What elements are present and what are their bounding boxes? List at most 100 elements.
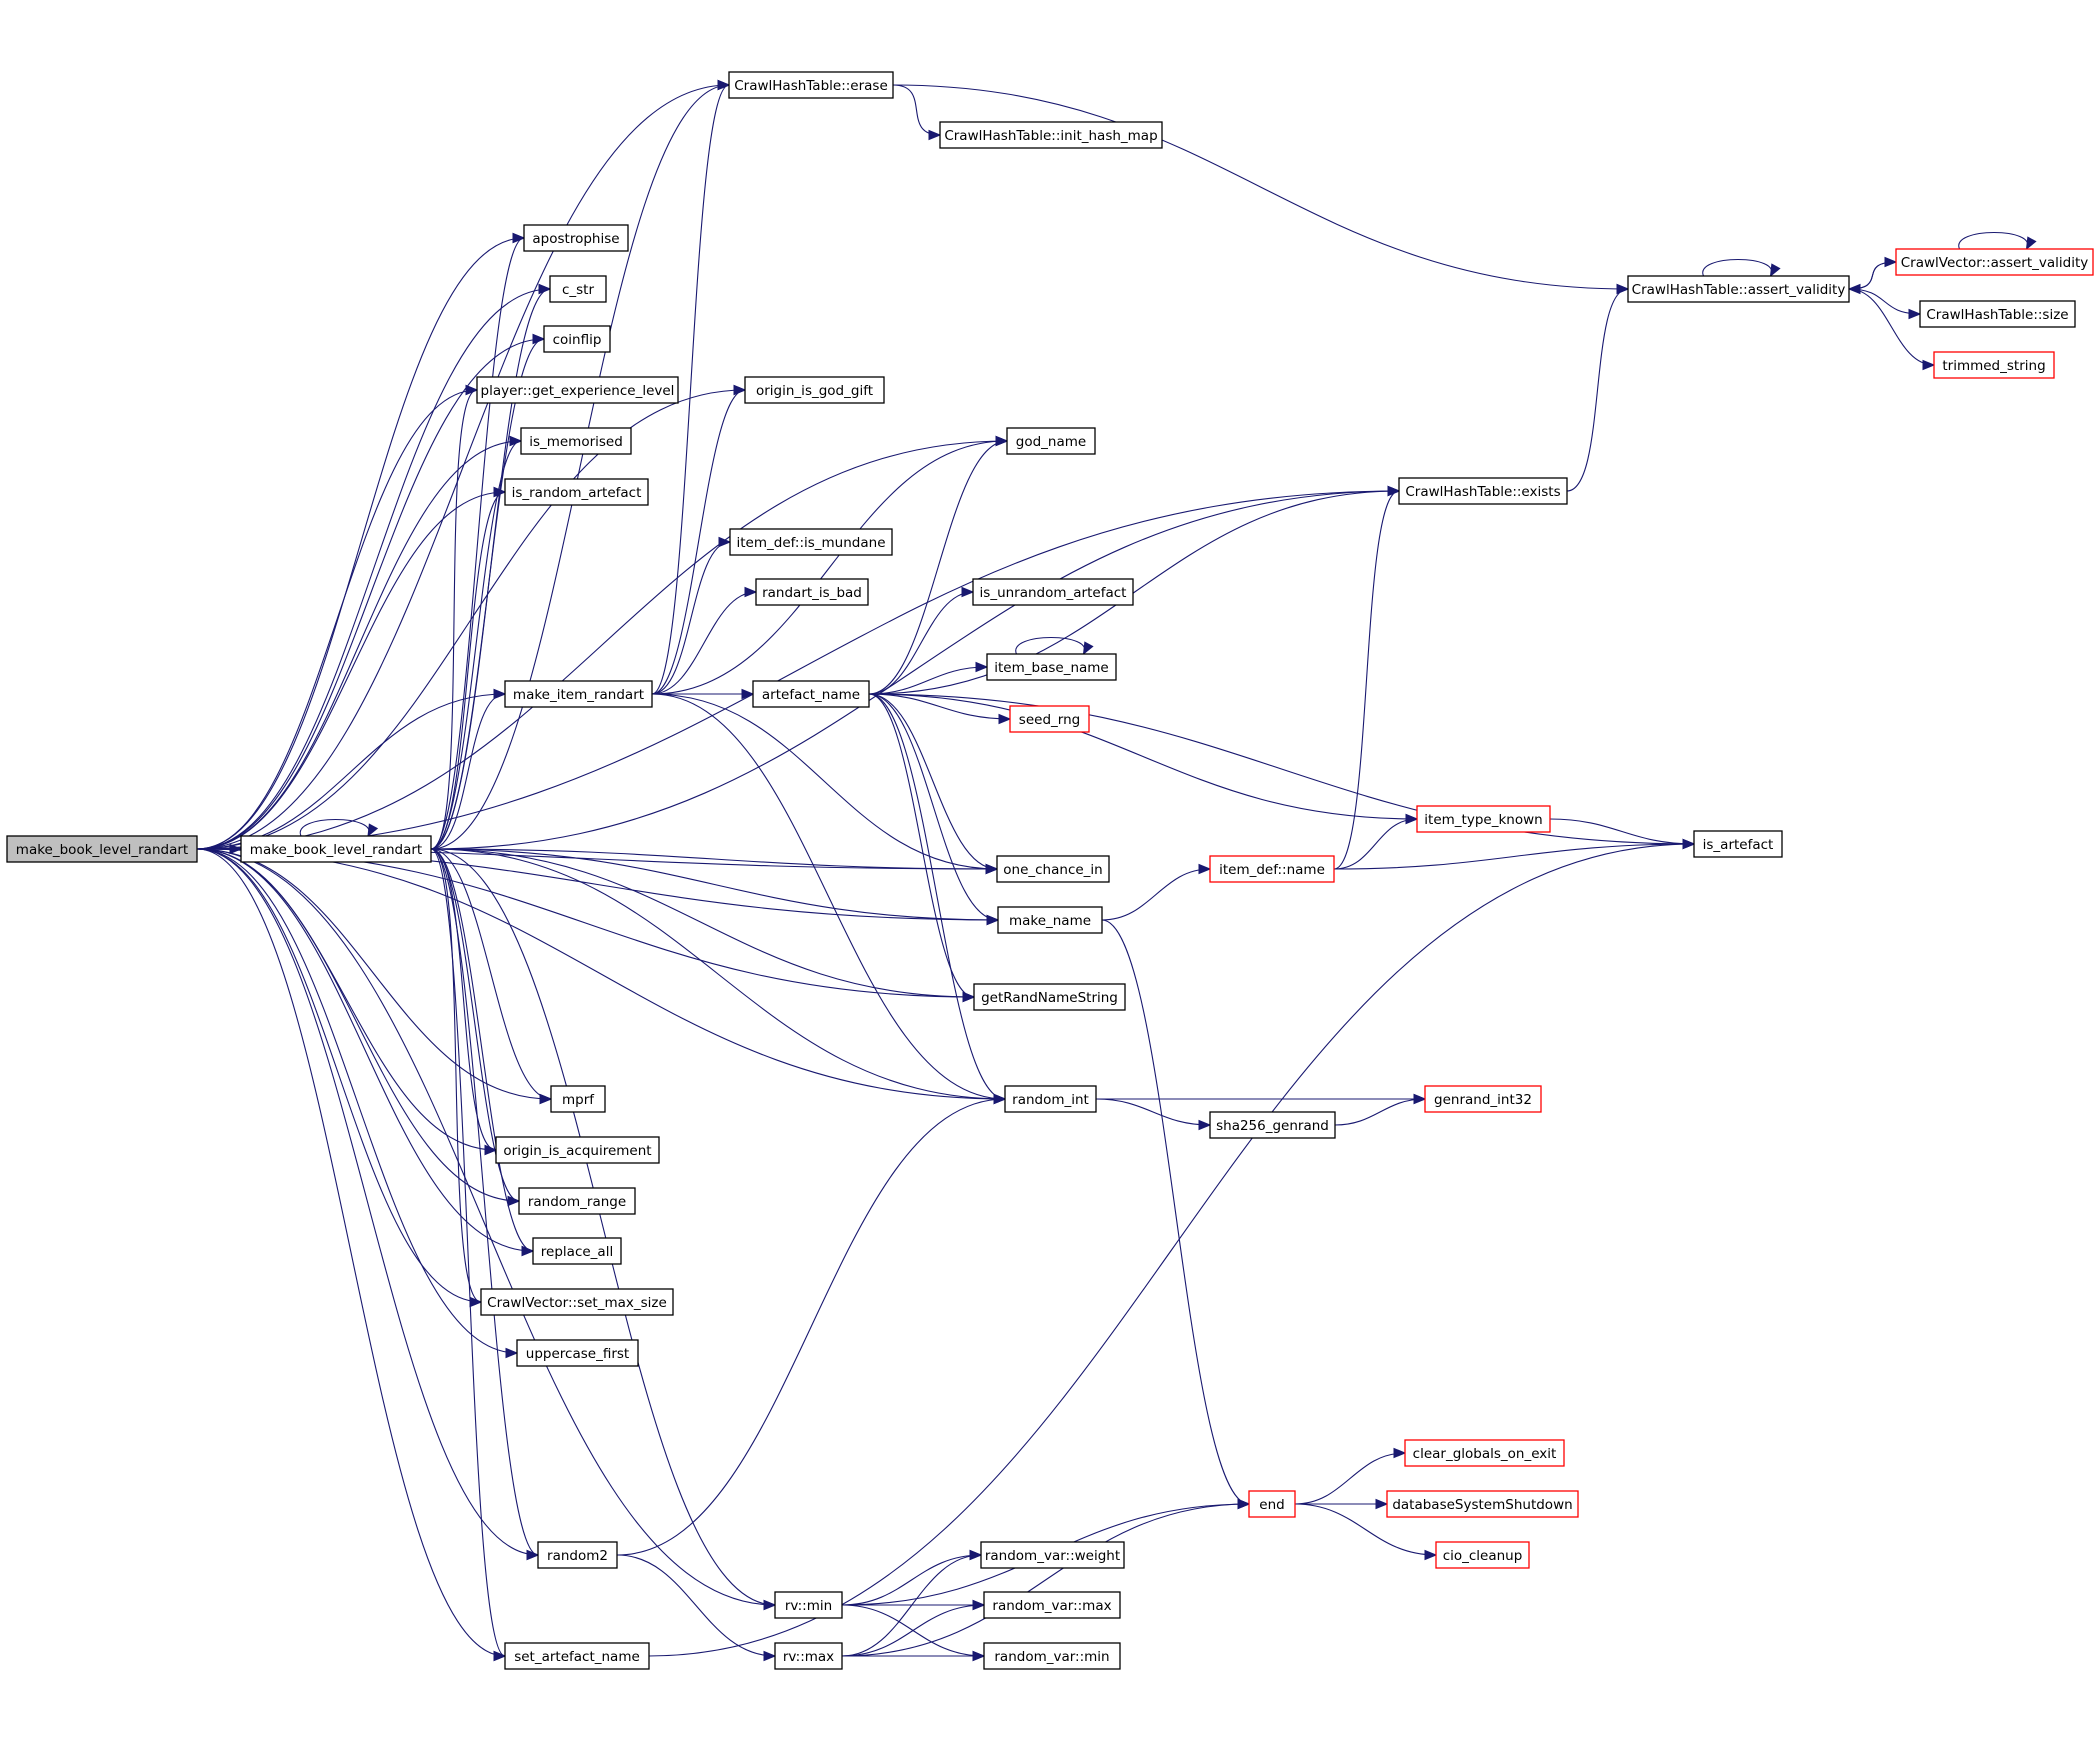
node-artname[interactable]: artefact_name xyxy=(752,680,870,708)
node-box[interactable] xyxy=(1248,1490,1296,1518)
node-box[interactable] xyxy=(504,680,653,708)
node-rvmax[interactable]: rv::max xyxy=(774,1642,843,1670)
node-rvmin[interactable]: rv::min xyxy=(774,1591,843,1619)
node-genrand[interactable]: genrand_int32 xyxy=(1424,1085,1542,1113)
node-rvmaxf[interactable]: random_var::max xyxy=(983,1591,1121,1619)
node-box[interactable] xyxy=(996,855,1110,883)
node-cvsms[interactable]: CrawlVector::set_max_size xyxy=(480,1288,674,1316)
node-box[interactable] xyxy=(1209,1111,1336,1139)
node-rvweight[interactable]: random_var::weight xyxy=(980,1541,1125,1569)
node-idname[interactable]: item_def::name xyxy=(1209,855,1335,883)
node-origacq[interactable]: origin_is_acquirement xyxy=(495,1136,660,1164)
node-end[interactable]: end xyxy=(1248,1490,1296,1518)
node-cstr[interactable]: c_str xyxy=(549,275,607,303)
node-box[interactable] xyxy=(983,1642,1121,1670)
node-randint[interactable]: random_int xyxy=(1004,1085,1097,1113)
node-sha[interactable]: sha256_genrand xyxy=(1209,1111,1336,1139)
node-box[interactable] xyxy=(1006,427,1096,455)
node-san[interactable]: set_artefact_name xyxy=(504,1642,650,1670)
node-box[interactable] xyxy=(240,835,432,863)
node-origgg[interactable]: origin_is_god_gift xyxy=(744,376,885,404)
node-isua[interactable]: is_unrandom_artefact xyxy=(972,578,1134,606)
node-box[interactable] xyxy=(520,427,632,455)
node-box[interactable] xyxy=(476,376,679,404)
node-box[interactable] xyxy=(1933,351,2055,379)
node-box[interactable] xyxy=(939,121,1163,149)
node-rvminf[interactable]: random_var::min xyxy=(983,1642,1121,1670)
node-box[interactable] xyxy=(1009,705,1090,733)
node-box[interactable] xyxy=(549,275,607,303)
node-box[interactable] xyxy=(997,906,1103,934)
node-box[interactable] xyxy=(1424,1085,1542,1113)
node-isra[interactable]: is_random_artefact xyxy=(504,478,649,506)
node-box[interactable] xyxy=(543,325,611,353)
node-cio[interactable]: cio_cleanup xyxy=(1435,1541,1530,1569)
node-seedrng[interactable]: seed_rng xyxy=(1009,705,1090,733)
node-itk[interactable]: item_type_known xyxy=(1416,805,1551,833)
node-cgoe[interactable]: clear_globals_on_exit xyxy=(1404,1439,1565,1467)
node-oci[interactable]: one_chance_in xyxy=(996,855,1110,883)
node-trimmed[interactable]: trimmed_string xyxy=(1933,351,2055,379)
node-upfirst[interactable]: uppercase_first xyxy=(516,1339,639,1367)
node-box[interactable] xyxy=(1895,248,2094,276)
node-dss[interactable]: databaseSystemShutdown xyxy=(1386,1490,1579,1518)
node-box[interactable] xyxy=(986,653,1117,681)
node-box[interactable] xyxy=(1693,830,1783,858)
node-box[interactable] xyxy=(532,1237,622,1265)
node-box[interactable] xyxy=(480,1288,674,1316)
node-box[interactable] xyxy=(1209,855,1335,883)
node-box[interactable] xyxy=(755,578,869,606)
node-pgel[interactable]: player::get_experience_level xyxy=(476,376,679,404)
node-box[interactable] xyxy=(495,1136,660,1164)
node-box[interactable] xyxy=(972,578,1134,606)
node-coinflip[interactable]: coinflip xyxy=(543,325,611,353)
node-chtsize[interactable]: CrawlHashTable::size xyxy=(1919,300,2076,328)
node-replall[interactable]: replace_all xyxy=(532,1237,622,1265)
node-root[interactable]: make_book_level_randart xyxy=(6,835,198,863)
node-erase[interactable]: CrawlHashTable::erase xyxy=(728,71,894,99)
node-random2[interactable]: random2 xyxy=(537,1541,618,1569)
node-chtav[interactable]: CrawlHashTable::assert_validity xyxy=(1627,275,1850,303)
node-box[interactable] xyxy=(774,1591,843,1619)
node-box[interactable] xyxy=(1919,300,2076,328)
node-box[interactable] xyxy=(1398,477,1568,505)
node-idism[interactable]: item_def::is_mundane xyxy=(729,528,893,556)
node-box[interactable] xyxy=(6,835,198,863)
node-rrange[interactable]: random_range xyxy=(518,1187,636,1215)
node-box[interactable] xyxy=(1627,275,1850,303)
node-apost[interactable]: apostrophise xyxy=(523,224,629,252)
node-box[interactable] xyxy=(518,1187,636,1215)
node-box[interactable] xyxy=(1004,1085,1097,1113)
node-box[interactable] xyxy=(980,1541,1125,1569)
node-box[interactable] xyxy=(1416,805,1551,833)
node-box[interactable] xyxy=(1435,1541,1530,1569)
node-box[interactable] xyxy=(774,1642,843,1670)
node-box[interactable] xyxy=(973,983,1126,1011)
node-godname[interactable]: god_name xyxy=(1006,427,1096,455)
node-box[interactable] xyxy=(744,376,885,404)
node-exists[interactable]: CrawlHashTable::exists xyxy=(1398,477,1568,505)
node-mblr[interactable]: make_book_level_randart xyxy=(240,835,432,863)
node-box[interactable] xyxy=(1386,1490,1579,1518)
node-makename[interactable]: make_name xyxy=(997,906,1103,934)
node-box[interactable] xyxy=(516,1339,639,1367)
node-box[interactable] xyxy=(729,528,893,556)
node-box[interactable] xyxy=(1404,1439,1565,1467)
node-box[interactable] xyxy=(550,1085,606,1113)
node-box[interactable] xyxy=(728,71,894,99)
node-rib[interactable]: randart_is_bad xyxy=(755,578,869,606)
node-box[interactable] xyxy=(504,1642,650,1670)
node-isart[interactable]: is_artefact xyxy=(1693,830,1783,858)
node-box[interactable] xyxy=(523,224,629,252)
node-inithm[interactable]: CrawlHashTable::init_hash_map xyxy=(939,121,1163,149)
node-box[interactable] xyxy=(983,1591,1121,1619)
node-mprf[interactable]: mprf xyxy=(550,1085,606,1113)
node-box[interactable] xyxy=(752,680,870,708)
node-ismem[interactable]: is_memorised xyxy=(520,427,632,455)
node-mir[interactable]: make_item_randart xyxy=(504,680,653,708)
node-cvav[interactable]: CrawlVector::assert_validity xyxy=(1895,248,2094,276)
node-grns[interactable]: getRandNameString xyxy=(973,983,1126,1011)
node-box[interactable] xyxy=(537,1541,618,1569)
node-box[interactable] xyxy=(504,478,649,506)
node-ibn[interactable]: item_base_name xyxy=(986,653,1117,681)
